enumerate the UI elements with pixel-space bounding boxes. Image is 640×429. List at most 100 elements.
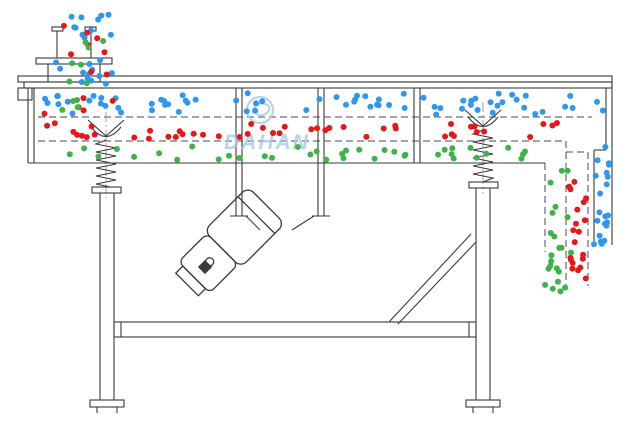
blue-particle bbox=[532, 111, 539, 117]
blue-particle bbox=[108, 70, 115, 77]
red-particle bbox=[131, 134, 138, 141]
blue-particle bbox=[401, 105, 408, 111]
green-particle bbox=[483, 150, 490, 157]
green-particle bbox=[552, 203, 559, 210]
blue-particle bbox=[192, 96, 199, 103]
green-particle bbox=[294, 144, 301, 150]
blue-particle bbox=[509, 91, 516, 98]
blue-particle bbox=[252, 107, 259, 114]
blue-particle bbox=[175, 108, 182, 115]
green-particle bbox=[467, 144, 474, 151]
blue-particle bbox=[233, 97, 240, 104]
blue-particle bbox=[182, 97, 189, 104]
red-particle bbox=[91, 131, 98, 138]
green-particle bbox=[340, 155, 347, 162]
blue-particle bbox=[354, 92, 360, 99]
red-particle bbox=[326, 125, 333, 131]
red-particle bbox=[527, 134, 534, 140]
blue-particle bbox=[431, 103, 438, 110]
blue-particle bbox=[594, 217, 601, 224]
green-particle bbox=[549, 285, 556, 292]
blue-particle bbox=[602, 143, 609, 150]
red-particle bbox=[248, 121, 255, 127]
inlet-top-flange-left bbox=[51, 26, 64, 32]
blue-particle bbox=[97, 100, 104, 107]
red-particle bbox=[580, 199, 587, 206]
red-particle bbox=[567, 254, 574, 261]
blue-particle bbox=[351, 98, 358, 105]
right-spring bbox=[464, 102, 502, 194]
green-particle bbox=[174, 156, 181, 163]
blue-particle bbox=[105, 11, 112, 18]
green-particle bbox=[59, 106, 66, 113]
red-particle bbox=[363, 133, 370, 140]
blue-particle bbox=[72, 24, 79, 31]
red-particle bbox=[573, 220, 579, 227]
blue-particle bbox=[102, 80, 109, 87]
blue-particle bbox=[98, 12, 105, 19]
red-particle bbox=[44, 122, 51, 129]
blue-particle bbox=[53, 59, 60, 66]
red-particle bbox=[569, 260, 576, 266]
red-particle bbox=[80, 107, 87, 114]
blue-particle bbox=[102, 102, 109, 109]
red-particle bbox=[244, 130, 251, 137]
red-particle bbox=[314, 125, 321, 132]
watermark-text: DAHAN bbox=[224, 131, 310, 154]
red-particle bbox=[392, 125, 399, 132]
blue-particle bbox=[316, 96, 323, 103]
red-particle bbox=[147, 127, 154, 134]
spring-coil bbox=[471, 129, 495, 183]
blue-particle bbox=[433, 111, 440, 118]
green-particle bbox=[113, 146, 120, 152]
red-particle bbox=[145, 135, 152, 142]
green-particle bbox=[82, 39, 89, 46]
blue-particle bbox=[69, 110, 76, 117]
green-particle bbox=[555, 268, 562, 275]
blue-particle bbox=[55, 101, 62, 108]
red-particle bbox=[276, 130, 283, 137]
green-particle bbox=[261, 153, 268, 160]
green-particle bbox=[505, 144, 512, 151]
blue-particle bbox=[90, 92, 97, 99]
blue-particle bbox=[374, 101, 381, 108]
green-particle bbox=[70, 98, 77, 104]
green-particle bbox=[269, 154, 275, 161]
red-particle bbox=[448, 121, 454, 127]
blue-particle bbox=[64, 98, 71, 105]
blue-particle bbox=[333, 94, 340, 101]
left-end-cap bbox=[17, 87, 33, 101]
blue-particle bbox=[467, 101, 474, 108]
red-particle bbox=[570, 227, 577, 234]
blue-particle bbox=[420, 94, 427, 101]
blue-particle bbox=[604, 173, 611, 180]
red-particle bbox=[481, 128, 488, 135]
red-particle bbox=[215, 133, 222, 140]
blue-particle bbox=[513, 96, 520, 103]
blue-particle bbox=[78, 79, 85, 85]
green-particle bbox=[402, 151, 409, 158]
motor-terminal-box bbox=[197, 259, 213, 275]
green-particle bbox=[557, 288, 564, 295]
foot-plate bbox=[465, 399, 501, 408]
blue-particle bbox=[96, 73, 103, 79]
cross-beam bbox=[113, 321, 477, 338]
red-particle bbox=[176, 128, 183, 135]
red-particle bbox=[101, 49, 108, 56]
green-particle bbox=[100, 38, 107, 44]
blue-particle bbox=[567, 93, 574, 99]
green-particle bbox=[562, 284, 569, 291]
green-particle bbox=[564, 214, 571, 221]
green-particle bbox=[81, 145, 88, 152]
red-particle bbox=[380, 125, 387, 132]
red-particle bbox=[582, 275, 589, 282]
blue-particle bbox=[495, 90, 502, 97]
red-particle bbox=[165, 133, 172, 140]
blue-particle bbox=[149, 107, 155, 114]
blue-particle bbox=[460, 97, 467, 104]
red-particle bbox=[574, 206, 581, 213]
green-particle bbox=[542, 281, 549, 288]
green-particle bbox=[548, 258, 555, 265]
red-particle bbox=[79, 132, 85, 139]
